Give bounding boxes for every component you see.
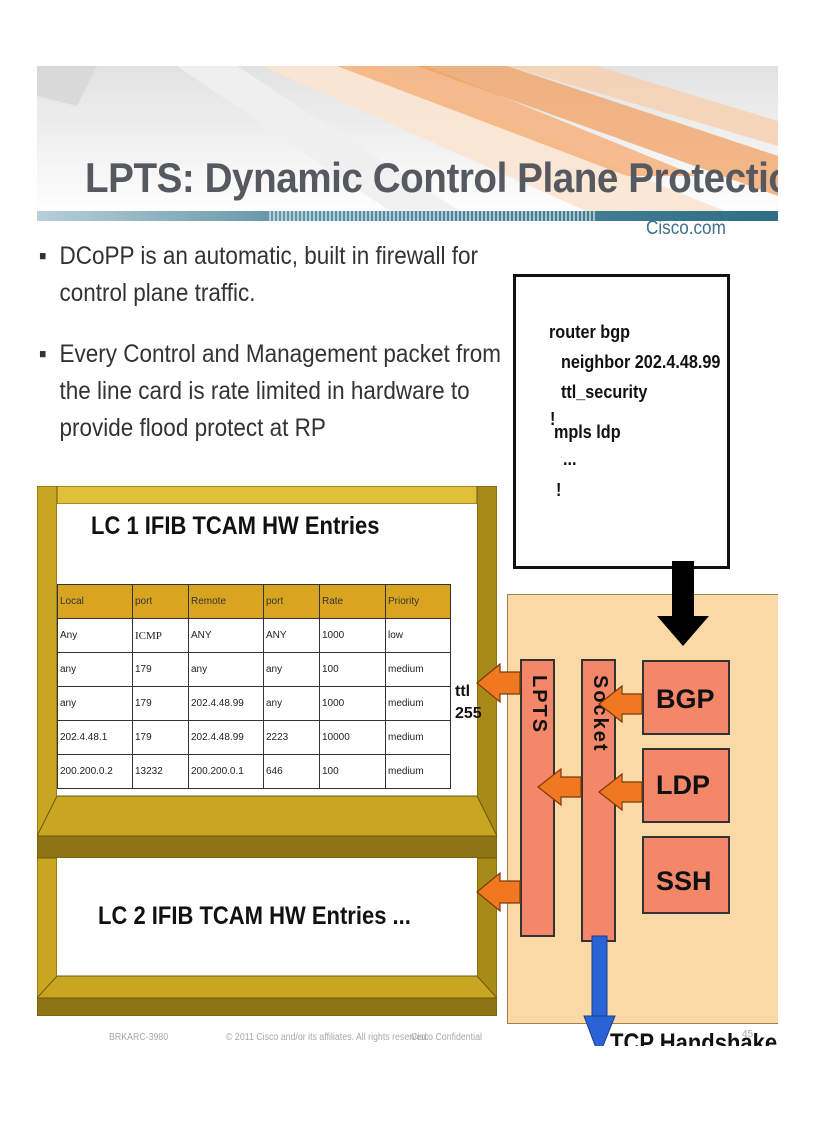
table-cell: 202.4.48.99 <box>188 686 264 721</box>
slide: LPTS: Dynamic Control Plane Protection C… <box>37 66 778 1046</box>
page-number: 45 <box>742 1029 754 1040</box>
table-cell: 1000 <box>319 686 386 721</box>
table-cell: medium <box>385 754 451 789</box>
bullet-marker: ▪ <box>38 242 47 270</box>
bullet-1-line-1: DCoPP is an automatic, built in firewall… <box>59 242 479 270</box>
config-line: ttl_security <box>561 382 648 402</box>
lpts-to-lc2-arrow <box>476 871 521 913</box>
table-header-row: Local port Remote port Rate Priority <box>57 584 451 619</box>
table-row: 200.200.0.2 13232 200.200.0.1 646 100 me… <box>57 754 451 789</box>
column-header: port <box>263 584 320 619</box>
socket-to-lpts-arrow <box>537 767 582 807</box>
ttl-note-line: ttl <box>455 683 471 700</box>
config-line: mpls ldp <box>554 422 621 442</box>
tcp-handshake-label: TCP Handshake <box>610 1029 778 1046</box>
table-row: 202.4.48.1 179 202.4.48.99 2223 10000 me… <box>57 720 451 755</box>
ldp-label: LDP <box>656 770 710 800</box>
lc1-tcam-table: Local port Remote port Rate Priority Any… <box>57 584 451 789</box>
config-line: ... <box>563 449 577 469</box>
tcp-handshake-arrow <box>583 935 616 1046</box>
table-cell: 2223 <box>263 720 320 755</box>
table-cell: 646 <box>263 754 320 789</box>
table-cell: Any <box>57 618 133 653</box>
config-to-bgp-arrow <box>657 561 709 646</box>
config-line: ! <box>556 480 562 500</box>
ttl-note: ttl 255 <box>455 681 482 725</box>
ssh-label: SSH <box>656 866 712 896</box>
ldp-module: LDP <box>642 748 730 823</box>
lpts-label: LPTS <box>528 675 550 735</box>
bgp-label: BGP <box>656 684 715 714</box>
table-cell: 100 <box>319 652 386 687</box>
bullet-2-line-1: Every Control and Management packet from <box>59 340 501 368</box>
table-cell: ANY <box>188 618 264 653</box>
column-header: Remote <box>188 584 264 619</box>
bullet-marker: ▪ <box>38 340 47 368</box>
footer-session: BRKARC-3980 <box>109 1032 169 1043</box>
column-header: Priority <box>385 584 451 619</box>
config-line: neighbor 202.4.48.99 <box>561 352 721 372</box>
table-cell: 202.4.48.1 <box>57 720 133 755</box>
config-line: ! <box>550 409 556 429</box>
bgp-module: BGP <box>642 660 730 735</box>
bullet-2-line-2: the line card is rate limited in hardwar… <box>59 377 470 405</box>
table-cell: low <box>385 618 451 653</box>
bullet-1-line-2: control plane traffic. <box>59 279 256 307</box>
lpts-to-lc1-arrow <box>476 662 521 704</box>
table-cell: 179 <box>132 652 189 687</box>
ssh-module: SSH <box>642 836 730 914</box>
config-box: router bgp neighbor 202.4.48.99 ttl_secu… <box>513 274 730 569</box>
bgp-to-socket-arrow <box>598 684 643 724</box>
table-cell: 13232 <box>132 754 189 789</box>
table-cell: 202.4.48.99 <box>188 720 264 755</box>
table-cell: 200.200.0.2 <box>57 754 133 789</box>
footer-copyright: © 2011 Cisco and/or its affiliates. All … <box>226 1032 429 1043</box>
config-line: router bgp <box>549 322 630 342</box>
bullet-2-line-3: provide flood protect at RP <box>59 414 326 442</box>
column-header: Rate <box>319 584 386 619</box>
table-cell: ANY <box>263 618 320 653</box>
ldp-to-socket-arrow <box>598 772 643 812</box>
header-stripes <box>37 66 778 216</box>
title-bar <box>37 211 778 221</box>
footer-confidential: Cisco Confidential <box>411 1032 482 1043</box>
lc1-title: LC 1 IFIB TCAM HW Entries <box>91 512 380 540</box>
table-cell: 200.200.0.1 <box>188 754 264 789</box>
table-cell: medium <box>385 720 451 755</box>
table-cell: any <box>188 652 264 687</box>
page-title: LPTS: Dynamic Control Plane Protection <box>85 154 778 201</box>
socket-label: Socket <box>589 675 611 753</box>
ttl-note-line: 255 <box>455 705 482 722</box>
table-row: any 179 202.4.48.99 any 1000 medium <box>57 686 451 721</box>
column-header: port <box>132 584 189 619</box>
table-row: Any ICMP ANY ANY 1000 low <box>57 618 451 653</box>
flow-arrows <box>476 561 709 1046</box>
column-header: Local <box>57 584 133 619</box>
lc2-title: LC 2 IFIB TCAM HW Entries ... <box>98 902 411 930</box>
cisco-logo: Cisco.com <box>646 218 726 239</box>
